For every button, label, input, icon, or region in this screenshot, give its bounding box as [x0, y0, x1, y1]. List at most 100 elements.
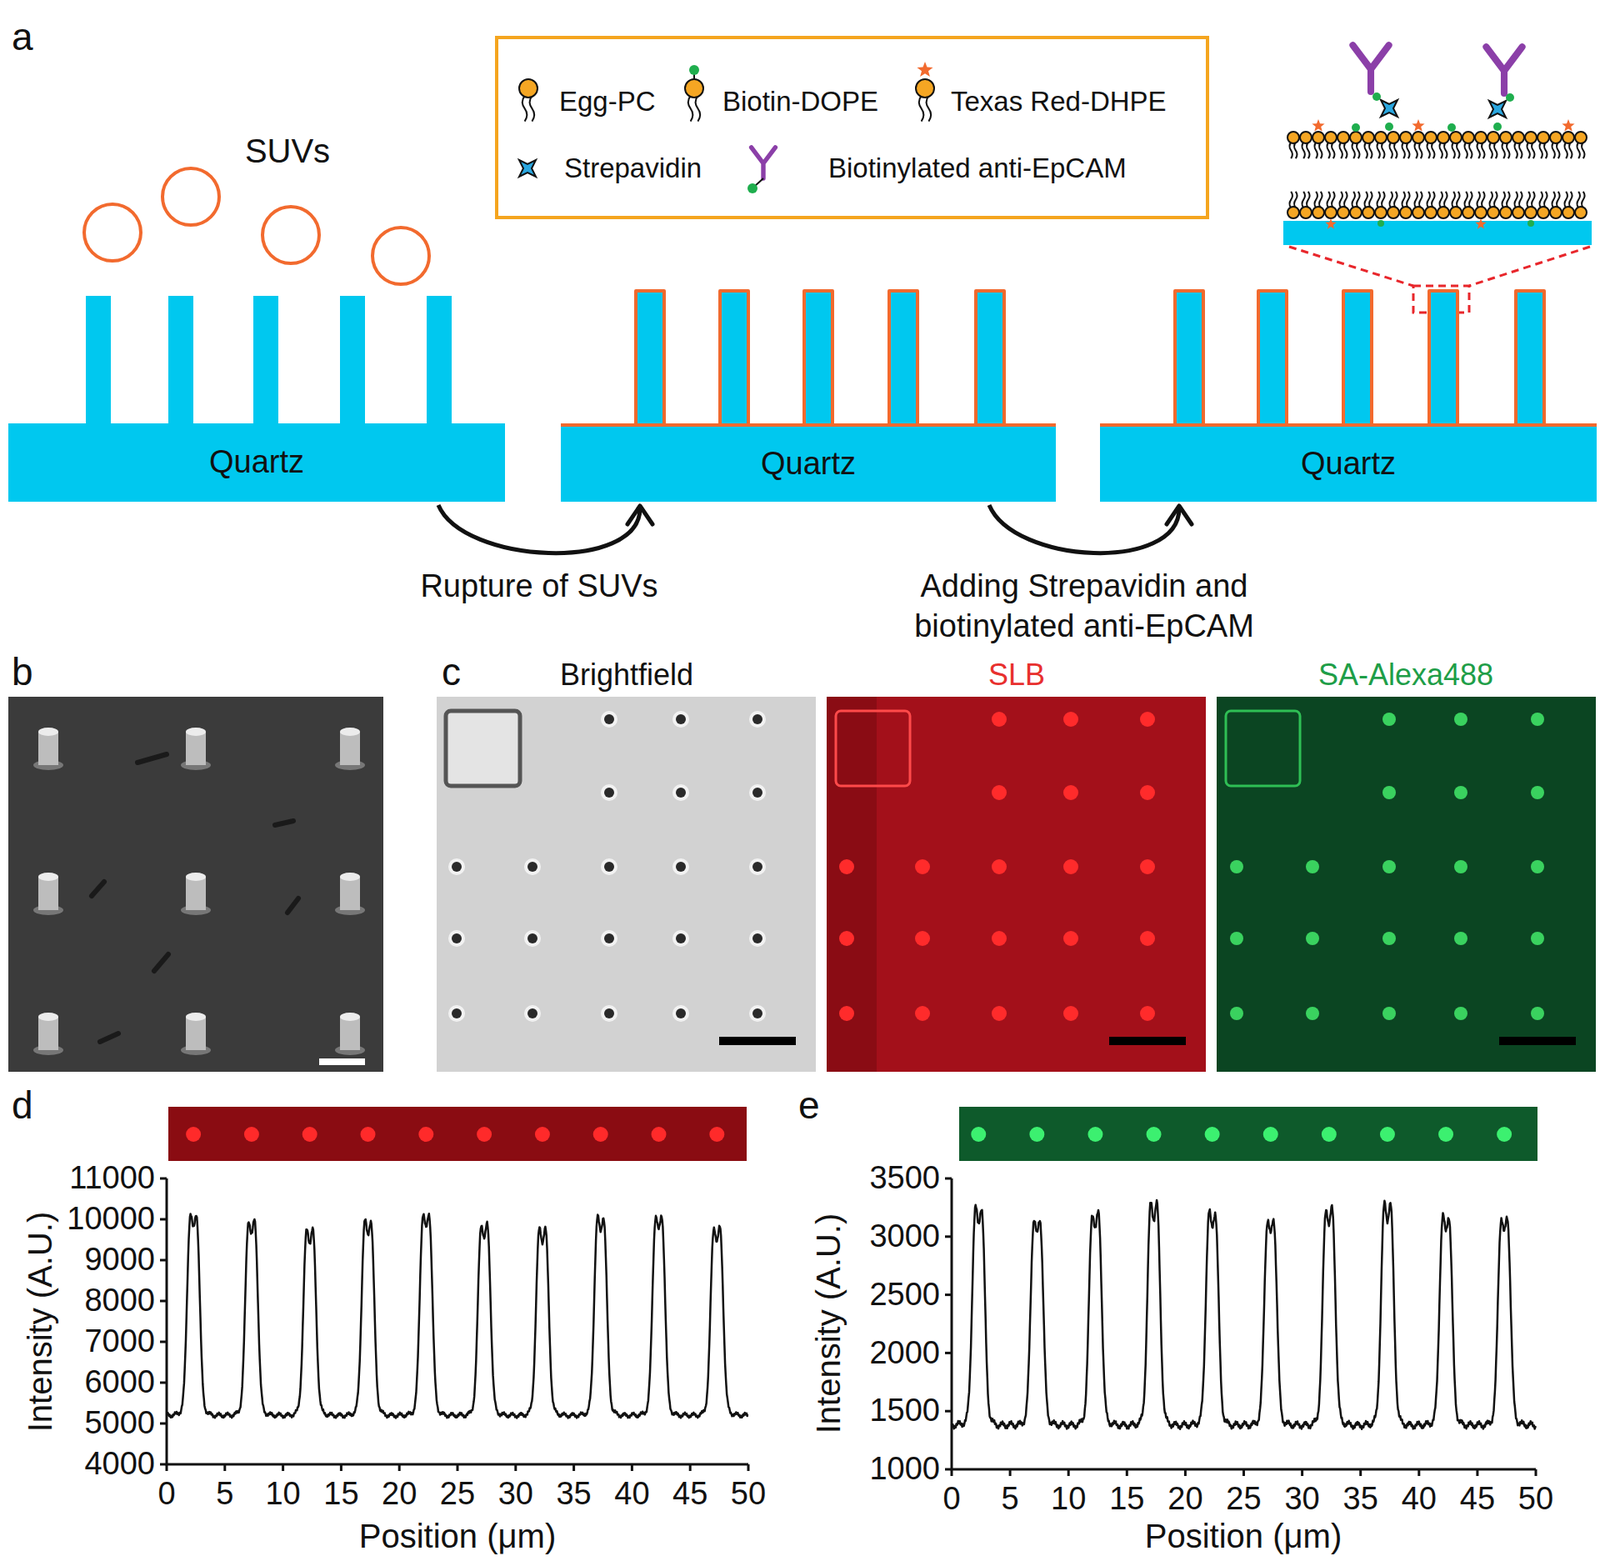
pillar-body — [38, 731, 59, 765]
streptavidin — [1380, 100, 1398, 117]
lipid-tail — [1439, 191, 1447, 209]
plot-axis — [951, 1178, 1536, 1470]
fluorescent-dot — [839, 859, 855, 875]
tick-label: 10000 — [66, 1200, 155, 1238]
tick-mark — [945, 1235, 952, 1238]
lipid-head — [1575, 206, 1587, 219]
tick-mark — [160, 1177, 167, 1180]
pillar-halo — [524, 930, 541, 947]
fluorescent-dot — [1530, 712, 1545, 726]
lipid-tail — [1576, 142, 1585, 160]
pillar-halo — [749, 858, 766, 875]
fluorescent-dot — [1029, 1126, 1045, 1142]
biotin-dot — [1372, 92, 1381, 101]
tick-mark — [165, 1464, 169, 1471]
lipid-tail — [1364, 191, 1372, 209]
lipid-tail — [1289, 191, 1297, 209]
pillar-body — [340, 731, 360, 765]
antibody — [1485, 46, 1522, 94]
lipid-tail — [1526, 142, 1535, 160]
pillar-dot — [604, 1008, 615, 1019]
scale-bar — [1109, 1036, 1186, 1045]
fluorescent-dot — [302, 1126, 318, 1142]
lipid-head — [1337, 131, 1350, 144]
micrograph — [436, 696, 816, 1072]
suv-vesicle — [262, 206, 320, 264]
pillar-halo — [600, 710, 618, 728]
fluorescent-dot — [1454, 785, 1468, 800]
tick-label: 20 — [381, 1475, 417, 1513]
sem-image — [8, 696, 384, 1072]
lipid-head — [1400, 206, 1412, 219]
micrograph — [826, 696, 1206, 1072]
lipid-tail — [1476, 142, 1485, 160]
pillar-dot — [675, 861, 686, 872]
pillar-dot — [752, 714, 763, 725]
axis-title: Intensity (A.U.) — [809, 1213, 848, 1435]
dye-star — [1411, 119, 1425, 132]
lipid-head — [1300, 206, 1312, 219]
arrow-head — [627, 505, 653, 525]
biotin-dot — [1385, 122, 1394, 131]
image-title: SLB — [988, 657, 1045, 692]
tick-label: 1000 — [869, 1450, 940, 1488]
lipid-tail — [1314, 142, 1322, 160]
pillar-halo — [448, 930, 465, 947]
fluorescent-dot — [1305, 931, 1320, 945]
tick-label: 35 — [555, 1475, 591, 1513]
pillar-body — [185, 1016, 206, 1050]
quartz-pillar — [1260, 292, 1285, 427]
fluorescent-dot — [1454, 860, 1468, 874]
dye-star — [1475, 218, 1486, 230]
debris — [91, 881, 105, 896]
micrograph — [1216, 696, 1596, 1072]
lipid-tail — [1414, 142, 1422, 160]
lipid-head — [1287, 206, 1300, 219]
fluorescent-dot — [1140, 930, 1155, 946]
pillar-dot — [604, 787, 615, 798]
pillar-dot — [604, 933, 615, 944]
tick-label: 7000 — [84, 1323, 155, 1360]
lipid-head — [1412, 131, 1425, 144]
tick-label: 3500 — [869, 1160, 940, 1197]
tick-mark — [945, 1410, 952, 1413]
tick-mark — [281, 1464, 285, 1471]
pillar-dot — [527, 933, 538, 944]
fluorescent-dot — [185, 1126, 201, 1142]
quartz-pillar — [1517, 292, 1543, 427]
pillar-top — [38, 872, 59, 881]
tick-label: 25 — [1225, 1480, 1261, 1518]
lipid-head — [1437, 206, 1450, 219]
quartz-pillar — [168, 295, 194, 427]
step-label: Rupture of SUVs — [314, 566, 765, 607]
image-title: SA-Alexa488 — [1318, 657, 1494, 692]
fluorescent-dot — [1063, 859, 1079, 875]
lipid-tail — [1326, 142, 1335, 160]
pillar-dot — [752, 1008, 763, 1019]
pillar-halo — [448, 1005, 465, 1022]
tick-label: 10 — [1050, 1480, 1086, 1518]
fluorescent-dot — [1530, 1006, 1545, 1020]
tick-label: 35 — [1343, 1480, 1379, 1518]
tick-mark — [1300, 1469, 1304, 1476]
suv-vesicle — [84, 204, 141, 261]
lipid-tail — [1351, 191, 1360, 209]
fluorescent-dot — [418, 1126, 434, 1142]
pillar-dot — [752, 787, 763, 798]
lipid-tail — [1339, 142, 1347, 160]
lipid-head — [1325, 206, 1337, 219]
fluorescent-dot — [1382, 712, 1396, 726]
tick-label: 8000 — [84, 1282, 155, 1320]
lipid-tail — [1514, 142, 1522, 160]
lipid-head — [1287, 131, 1300, 144]
lipid-tail — [1426, 142, 1435, 160]
quartz-pillar — [637, 292, 663, 427]
lipid-head — [1362, 206, 1375, 219]
tick-mark — [747, 1464, 750, 1471]
streptavidin — [1489, 100, 1506, 118]
lipid-tail — [1339, 191, 1347, 209]
fluorescent-dot — [1382, 785, 1396, 800]
lipid-tail — [1326, 191, 1335, 209]
tick-mark — [1359, 1469, 1362, 1476]
